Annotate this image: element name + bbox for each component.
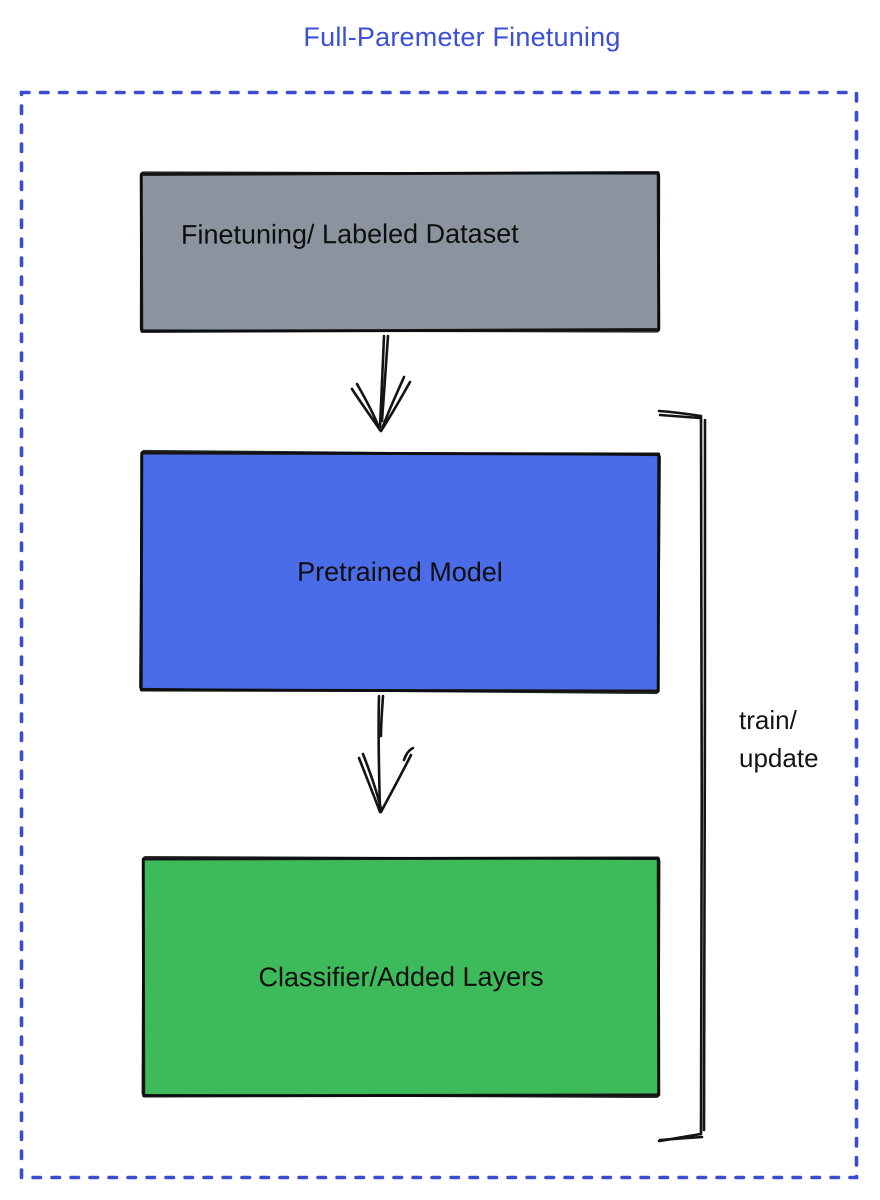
bracket-label-line1: train/ bbox=[739, 705, 797, 735]
bracket-label-line2: update bbox=[739, 743, 819, 773]
arrow-dataset-to-pretrained bbox=[350, 334, 412, 433]
node-classifier-added-layers: Classifier/Added Layers bbox=[141, 856, 661, 1098]
diagram-title: Full-Paremeter Finetuning bbox=[303, 22, 621, 52]
bracket-label: train/ update bbox=[739, 701, 819, 777]
arrow-pretrained-to-classifier bbox=[357, 694, 415, 814]
node-finetuning-dataset: Finetuning/ Labeled Dataset bbox=[139, 171, 661, 333]
node-pretrained-model-label: Pretrained Model bbox=[297, 556, 503, 587]
node-pretrained-model: Pretrained Model bbox=[139, 451, 661, 693]
train-update-bracket bbox=[657, 409, 707, 1143]
node-classifier-added-layers-label: Classifier/Added Layers bbox=[258, 961, 544, 992]
node-finetuning-dataset-label: Finetuning/ Labeled Dataset bbox=[180, 218, 519, 250]
